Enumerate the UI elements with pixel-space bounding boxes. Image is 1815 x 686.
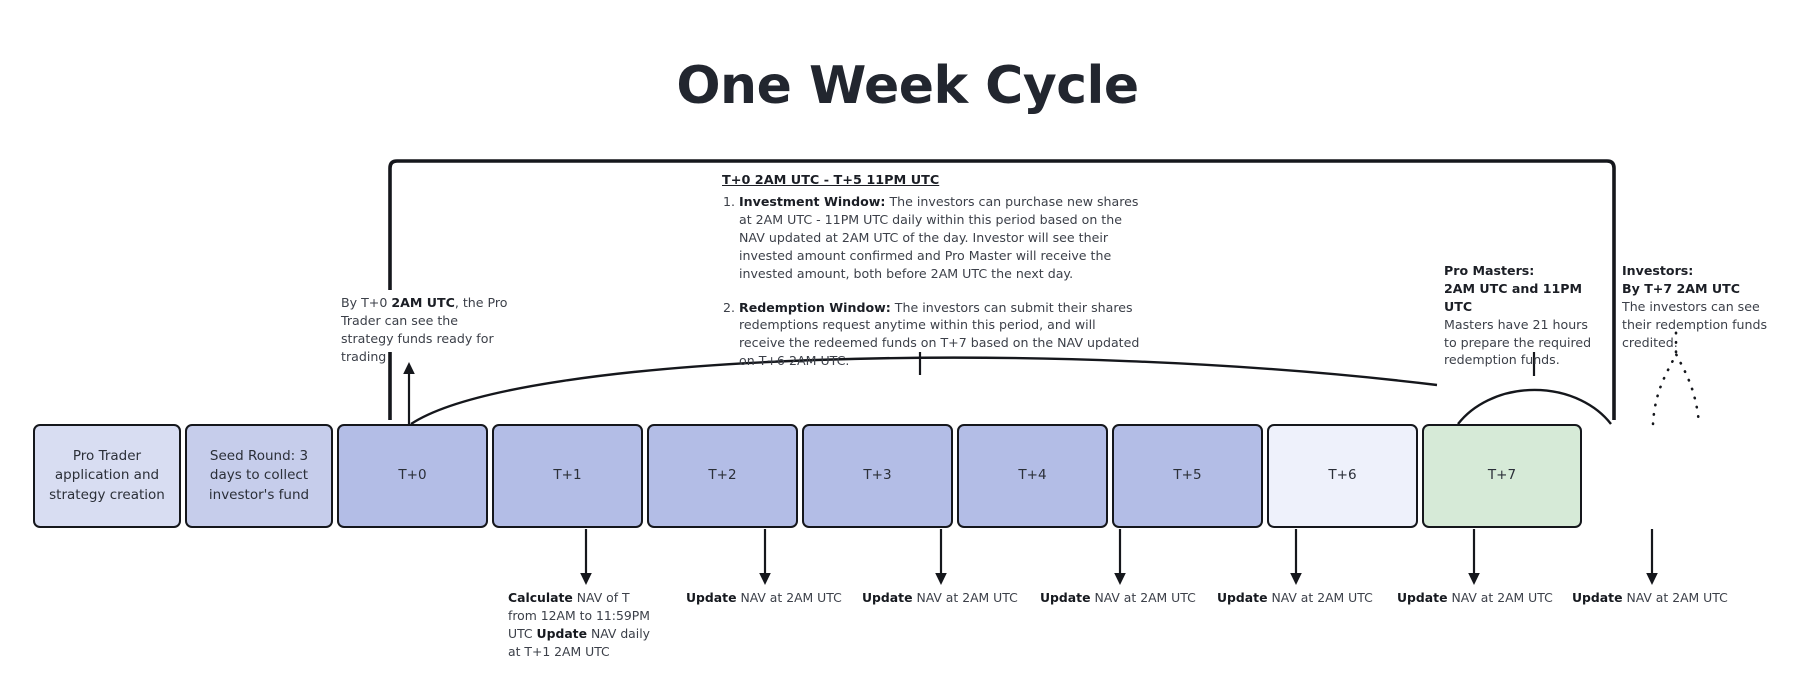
nav-label-t1: Update NAV at 2AM UTC	[686, 589, 866, 607]
nav-down-arrows	[580, 529, 1658, 585]
nav-label-t2: Update NAV at 2AM UTC	[862, 589, 1042, 607]
investors-dotted-arc	[1651, 350, 1701, 426]
timeline-box-label: T+5	[1173, 467, 1202, 484]
page-title: One Week Cycle	[676, 56, 1139, 116]
list-item-investment-window: Investment Window: The investors can pur…	[739, 193, 1142, 282]
timeline-box-t5[interactable]: T+5	[1112, 424, 1263, 528]
timeline-box-pro-trader-application[interactable]: Pro Trader application and strategy crea…	[33, 424, 181, 528]
annotation-investors: Investors: By T+7 2AM UTC The investors …	[1622, 262, 1782, 351]
timeline-box-t2[interactable]: T+2	[647, 424, 798, 528]
pro-trader-suffix: , the Pro Trader can see the strategy fu…	[341, 295, 508, 364]
nav-label-text-2: NAV daily at T+1 2AM UTC	[508, 625, 650, 659]
timeline-box-label: T+2	[708, 467, 737, 484]
nav-label-text: NAV at 2AM UTC	[1447, 590, 1553, 605]
nav-label-bold-update: Update	[1217, 590, 1268, 605]
nav-label-bold-update: Update	[536, 625, 588, 641]
timeline-box-label: T+6	[1328, 467, 1357, 484]
nav-label-bold-update: Update	[1040, 590, 1091, 605]
redemption-window-text: The investors can submit their shares re…	[739, 299, 1140, 369]
nav-label-text: NAV at 2AM UTC	[1267, 590, 1373, 605]
annotation-pro-masters: Pro Masters: 2AM UTC and 11PM UTC Master…	[1444, 262, 1596, 369]
timeline-box-t1[interactable]: T+1	[492, 424, 643, 528]
redemption-window-label: Redemption Window:	[739, 299, 891, 315]
nav-label-text-1: NAV of T from 12AM to 11:59PM UTC	[508, 590, 650, 641]
timeline-box-label: T+3	[863, 467, 892, 484]
pro-masters-time: 2AM UTC and 11PM UTC	[1444, 280, 1583, 314]
timeline-box-t6[interactable]: T+6	[1267, 424, 1418, 528]
list-item-redemption-window: Redemption Window: The investors can sub…	[739, 299, 1142, 371]
timeline-box-seed-round[interactable]: Seed Round: 3 days to collect investor's…	[185, 424, 333, 528]
investors-body: The investors can see their redemption f…	[1622, 298, 1768, 350]
pro-masters-arc	[1457, 388, 1612, 425]
nav-label-text: NAV at 2AM UTC	[1090, 590, 1196, 605]
pro-masters-title: Pro Masters:	[1444, 263, 1535, 278]
annotation-window-block: T+0 2AM UTC - T+5 11PM UTC Investment Wi…	[722, 172, 1142, 370]
timeline-box-label: Seed Round: 3 days to collect investor's…	[208, 447, 310, 503]
window-block-heading: T+0 2AM UTC - T+5 11PM UTC	[722, 173, 940, 188]
nav-label-bold-update: Update	[1572, 590, 1623, 605]
investment-window-text: The investors can purchase new shares at…	[739, 194, 1139, 281]
nav-label-text: NAV at 2AM UTC	[912, 590, 1018, 605]
timeline-box-label: T+0	[398, 467, 427, 484]
window-block-list: Investment Window: The investors can pur…	[722, 193, 1142, 370]
timeline-box-label: T+4	[1018, 467, 1047, 484]
nav-label-t0: Calculate NAV of T from 12AM to 11:59PM …	[508, 589, 653, 661]
nav-label-bold-update: Update	[862, 590, 913, 605]
nav-label-bold-update: Update	[1397, 590, 1448, 605]
timeline-box-label: T+7	[1487, 467, 1517, 484]
nav-label-text: NAV at 2AM UTC	[1622, 590, 1728, 605]
annotation-pro-trader: By T+0 2AM UTC, the Pro Trader can see t…	[341, 294, 513, 366]
timeline-box-label: T+1	[553, 467, 582, 484]
nav-label-t4: Update NAV at 2AM UTC	[1217, 589, 1397, 607]
nav-label-t3: Update NAV at 2AM UTC	[1040, 589, 1220, 607]
nav-label-t5: Update NAV at 2AM UTC	[1397, 589, 1577, 607]
nav-label-bold-update: Update	[686, 590, 737, 605]
nav-label-text: NAV at 2AM UTC	[736, 590, 842, 605]
timeline-box-label: Pro Trader application and strategy crea…	[49, 447, 165, 503]
timeline-box-t3[interactable]: T+3	[802, 424, 953, 528]
pro-trader-bold: 2AM UTC	[391, 295, 455, 310]
timeline-box-t7[interactable]: T+7	[1422, 424, 1582, 528]
timeline-box-t4[interactable]: T+4	[957, 424, 1108, 528]
investment-window-label: Investment Window:	[739, 194, 886, 210]
investors-title: Investors:	[1622, 263, 1694, 278]
timeline-box-t0[interactable]: T+0	[337, 424, 488, 528]
pro-trader-prefix: By T+0	[341, 295, 392, 310]
nav-label-bold-calculate: Calculate	[508, 590, 573, 605]
investors-time: By T+7 2AM UTC	[1622, 280, 1740, 296]
pro-masters-body: Masters have 21 hours to prepare the req…	[1444, 316, 1592, 368]
nav-label-t6: Update NAV at 2AM UTC	[1572, 589, 1752, 607]
